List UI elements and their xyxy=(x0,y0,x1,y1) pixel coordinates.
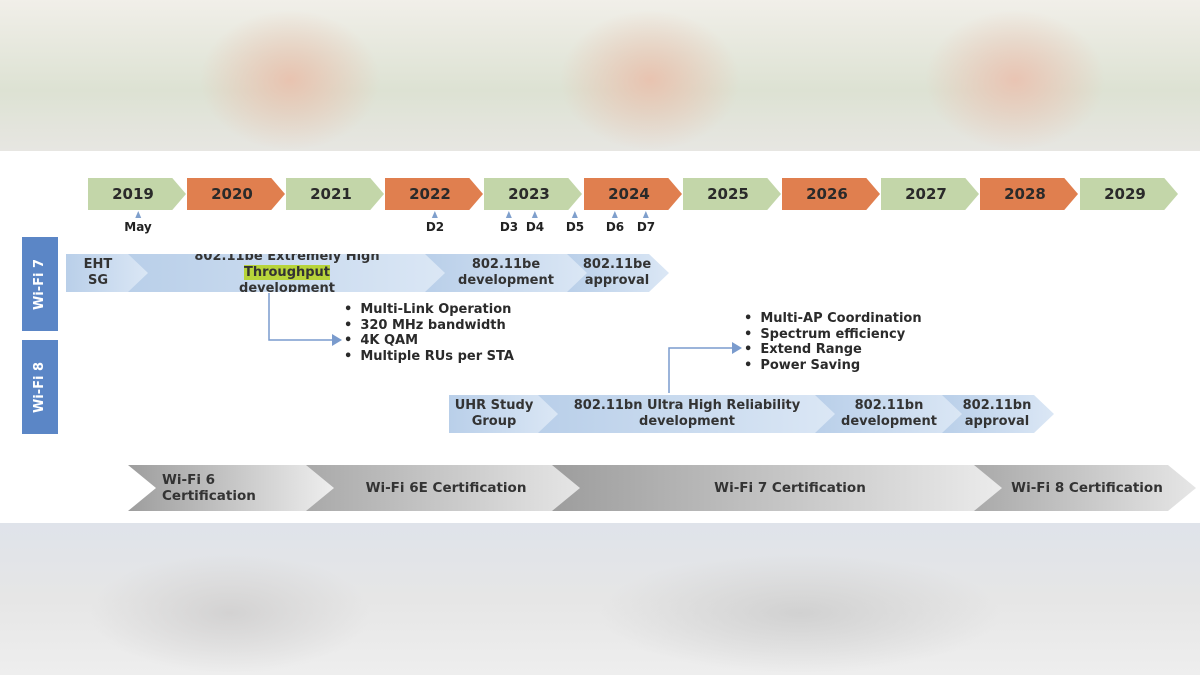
year-2019: 2019 xyxy=(88,178,186,210)
feature-item: Multi-Link Operation xyxy=(344,302,514,318)
wifi7-feature-connector-arrow-icon xyxy=(268,293,342,346)
year-2021: 2021 xyxy=(286,178,384,210)
year-2025: 2025 xyxy=(683,178,781,210)
marker-may: May xyxy=(124,211,152,234)
marker-triangle-icon xyxy=(135,211,141,218)
year-2023: 2023 xyxy=(484,178,582,210)
cert-wifi7: Wi-Fi 7 Certification xyxy=(552,465,1024,511)
year-2028: 2028 xyxy=(980,178,1078,210)
feature-item: Spectrum efficiency xyxy=(744,327,922,343)
marker-d4: D4 xyxy=(526,211,544,234)
feature-item: Multiple RUs per STA xyxy=(344,349,514,365)
wifi-roadmap-slide: 2019 2020 2021 2022 2023 2024 2025 2026 … xyxy=(0,151,1200,523)
cert-wifi6: Wi-Fi 6 Certification xyxy=(128,465,336,511)
marker-d2: D2 xyxy=(426,211,444,234)
blurred-background-top xyxy=(0,0,1200,151)
feature-item: 4K QAM xyxy=(344,333,514,349)
feature-item: Multi-AP Coordination xyxy=(744,311,921,327)
year-2022: 2022 xyxy=(385,178,483,210)
year-2029: 2029 xyxy=(1080,178,1178,210)
row-label-wifi8: Wi-Fi 8 xyxy=(22,340,58,434)
marker-d3: D3 xyxy=(500,211,518,234)
marker-d6: D6 xyxy=(606,211,624,234)
blurred-background-bottom xyxy=(0,523,1200,675)
marker-d5: D5 xyxy=(566,211,584,234)
wifi8-feature-connector-arrow-icon xyxy=(668,342,742,393)
wifi7-feature-list: Multi-Link Operation 320 MHz bandwidth 4… xyxy=(344,302,514,364)
marker-triangle-icon xyxy=(612,211,618,218)
marker-triangle-icon xyxy=(432,211,438,218)
row-label-wifi7: Wi-Fi 7 xyxy=(22,237,58,331)
year-2020: 2020 xyxy=(187,178,285,210)
marker-triangle-icon xyxy=(532,211,538,218)
marker-d7: D7 xyxy=(637,211,655,234)
year-2027: 2027 xyxy=(881,178,979,210)
year-2026: 2026 xyxy=(782,178,880,210)
cert-wifi8: Wi-Fi 8 Certification xyxy=(974,465,1196,511)
marker-triangle-icon xyxy=(572,211,578,218)
feature-item: Extend Range xyxy=(744,342,922,358)
marker-triangle-icon xyxy=(506,211,512,218)
feature-item: 320 MHz bandwidth xyxy=(344,318,514,334)
wifi8-feature-list: Multi-AP Coordination Spectrum efficienc… xyxy=(744,311,922,374)
feature-item: Power Saving xyxy=(744,358,922,374)
cert-wifi6e: Wi-Fi 6E Certification xyxy=(306,465,582,511)
highlighted-word: Throughput xyxy=(243,265,331,280)
marker-triangle-icon xyxy=(643,211,649,218)
year-2024: 2024 xyxy=(584,178,682,210)
